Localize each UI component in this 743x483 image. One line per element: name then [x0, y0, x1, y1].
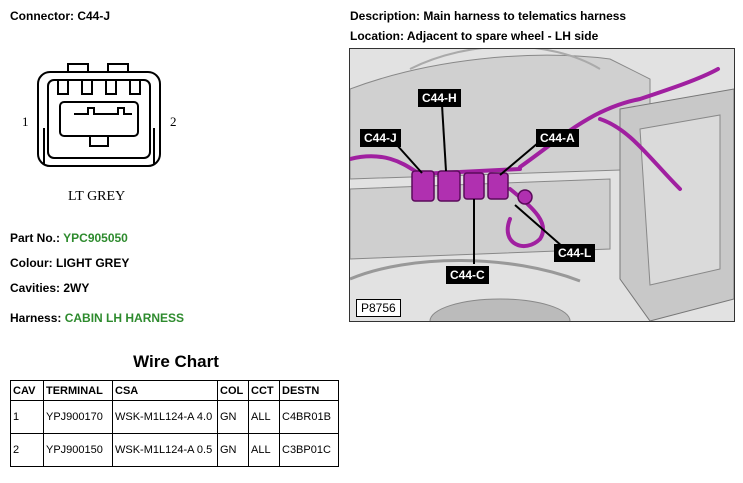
table-row: 2 YPJ900150 WSK-M1L124-A 0.5 GN ALL C3BP… [10, 433, 339, 467]
part-no-field: Part No.: YPC905050 [10, 231, 128, 245]
cavities-label: Cavities: [10, 281, 61, 295]
description-label: Description: [350, 9, 421, 23]
cell-col: GN [217, 433, 249, 467]
col-terminal-header: TERMINAL [43, 380, 113, 401]
callout-c44-j: C44-J [360, 129, 401, 147]
photo-reference: P8756 [356, 299, 401, 317]
connector-field: Connector: C44-J [10, 9, 110, 23]
cavities-field: Cavities: 2WY [10, 281, 89, 295]
cell-cct: ALL [248, 400, 280, 434]
cell-destn: C3BP01C [279, 433, 339, 467]
callout-c44-l: C44-L [554, 244, 596, 262]
location-field: Location: Adjacent to spare wheel - LH s… [350, 29, 598, 43]
location-illustration: C44-H C44-J C44-A C44-L C44-C P8756 [349, 48, 735, 322]
description-value: Main harness to telematics harness [423, 9, 627, 23]
harness-label: Harness: [10, 311, 62, 325]
location-label: Location: [350, 29, 404, 43]
description-field: Description: Main harness to telematics … [350, 9, 626, 23]
cell-csa: WSK-M1L124-A 4.0 [112, 400, 218, 434]
pin-2-label: 2 [170, 114, 177, 129]
colour-field: Colour: LIGHT GREY [10, 256, 129, 270]
table-row: 1 YPJ900170 WSK-M1L124-A 4.0 GN ALL C4BR… [10, 400, 339, 434]
col-col-header: COL [217, 380, 249, 401]
col-cct-header: CCT [248, 380, 280, 401]
cell-cct: ALL [248, 433, 280, 467]
harness-field: Harness: CABIN LH HARNESS [10, 311, 184, 325]
cavities-value: 2WY [63, 281, 90, 295]
colour-label: Colour: [10, 256, 53, 270]
callout-c44-a: C44-A [536, 129, 579, 147]
location-value: Adjacent to spare wheel - LH side [406, 29, 599, 43]
colour-value: LIGHT GREY [56, 256, 130, 270]
cell-csa: WSK-M1L124-A 0.5 [112, 433, 218, 467]
connector-value: C44-J [77, 9, 111, 23]
wire-chart-table: CAV TERMINAL CSA COL CCT DESTN 1 YPJ9001… [10, 380, 339, 467]
cell-cav: 1 [10, 400, 44, 434]
cell-terminal: YPJ900150 [43, 433, 113, 467]
location-drawing [350, 49, 734, 321]
connector-label: Connector: [10, 9, 74, 23]
col-destn-header: DESTN [279, 380, 339, 401]
col-csa-header: CSA [112, 380, 218, 401]
col-cav-header: CAV [10, 380, 44, 401]
callout-c44-h: C44-H [418, 89, 461, 107]
part-no-label: Part No.: [10, 231, 61, 245]
cell-destn: C4BR01B [279, 400, 339, 434]
cell-cav: 2 [10, 433, 44, 467]
callout-c44-c: C44-C [446, 266, 489, 284]
harness-value: CABIN LH HARNESS [64, 311, 185, 325]
part-no-value: YPC905050 [63, 231, 128, 245]
pin-1-label: 1 [22, 114, 29, 129]
connector-colour-text: LT GREY [68, 189, 125, 204]
cell-terminal: YPJ900170 [43, 400, 113, 434]
wire-chart-title: Wire Chart [133, 352, 219, 371]
cell-col: GN [217, 400, 249, 434]
wire-chart-header-row: CAV TERMINAL CSA COL CCT DESTN [10, 380, 339, 401]
connector-face-diagram: 1 2 LT GREY [22, 63, 177, 204]
